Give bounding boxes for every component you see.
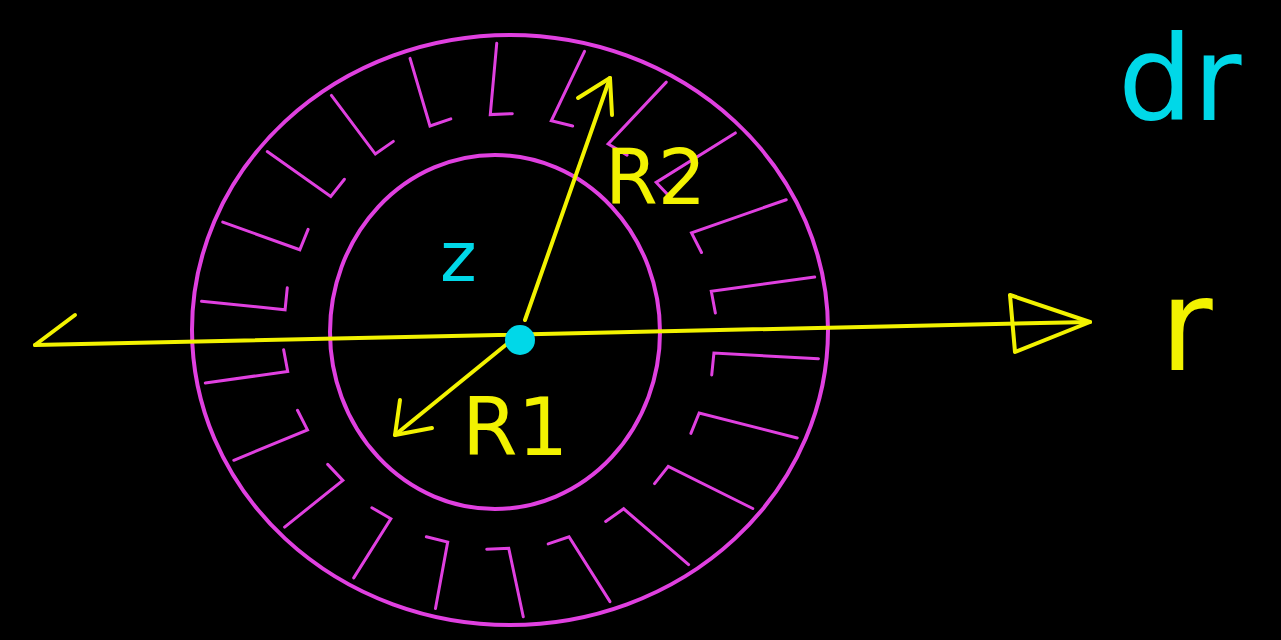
hatch-stroke (354, 508, 391, 578)
hatch-stroke (426, 537, 447, 609)
hatch-stroke (711, 277, 814, 313)
radius-r1-head (395, 400, 432, 435)
hatch-stroke (410, 58, 451, 126)
hatch-stroke (712, 353, 819, 375)
hatch-stroke (551, 51, 584, 126)
point-charge (505, 325, 535, 355)
hatch-stroke (223, 222, 308, 250)
differential-label: dr (1118, 20, 1241, 138)
radius-r2-head (578, 78, 612, 115)
axis-arrowhead (1010, 295, 1090, 352)
hatch-stroke (691, 413, 797, 438)
r-axis (35, 322, 1090, 345)
hatch-stroke (234, 410, 308, 460)
radius-label: R1 (462, 388, 568, 468)
radius-label: R2 (605, 140, 706, 216)
hatch-stroke (331, 95, 393, 154)
hatch-stroke (285, 464, 343, 527)
hatch-stroke (267, 152, 344, 197)
hatch-stroke (487, 548, 524, 617)
hatch-stroke (205, 350, 287, 383)
axis-tail-tick (35, 315, 75, 345)
axis-label: r (1160, 262, 1213, 390)
hatch-stroke (490, 43, 512, 114)
hatch-stroke (606, 509, 689, 565)
charge-label: z (440, 222, 477, 292)
hatch-stroke (548, 537, 610, 602)
hatch-stroke (655, 466, 753, 508)
radius-r2-arrow (525, 78, 610, 320)
hatch-stroke (202, 288, 288, 310)
